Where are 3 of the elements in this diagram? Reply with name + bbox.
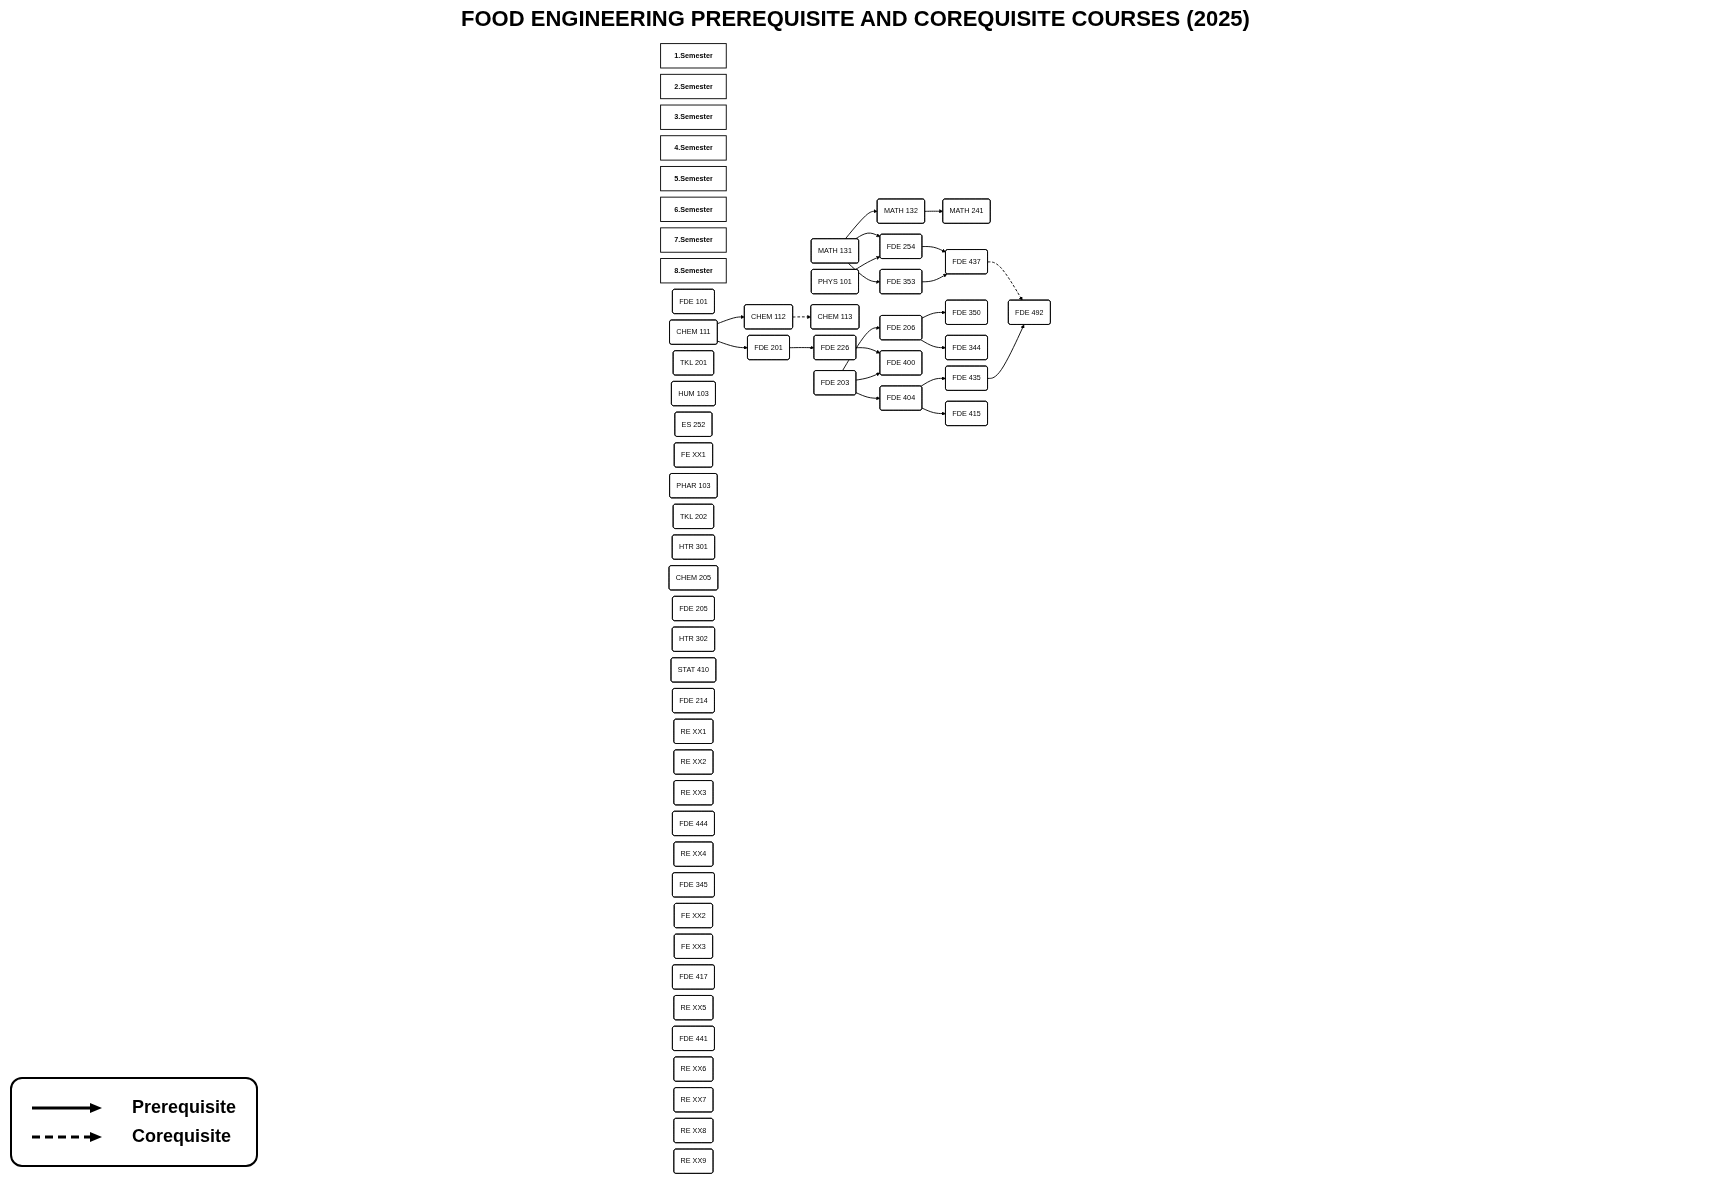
diagram-title: FOOD ENGINEERING PREREQUISITE AND COREQUISITE COURSES (2025) [460, 6, 1251, 32]
legend-label: Corequisite [132, 1126, 232, 1147]
legend-label: Prerequisite [132, 1097, 237, 1118]
